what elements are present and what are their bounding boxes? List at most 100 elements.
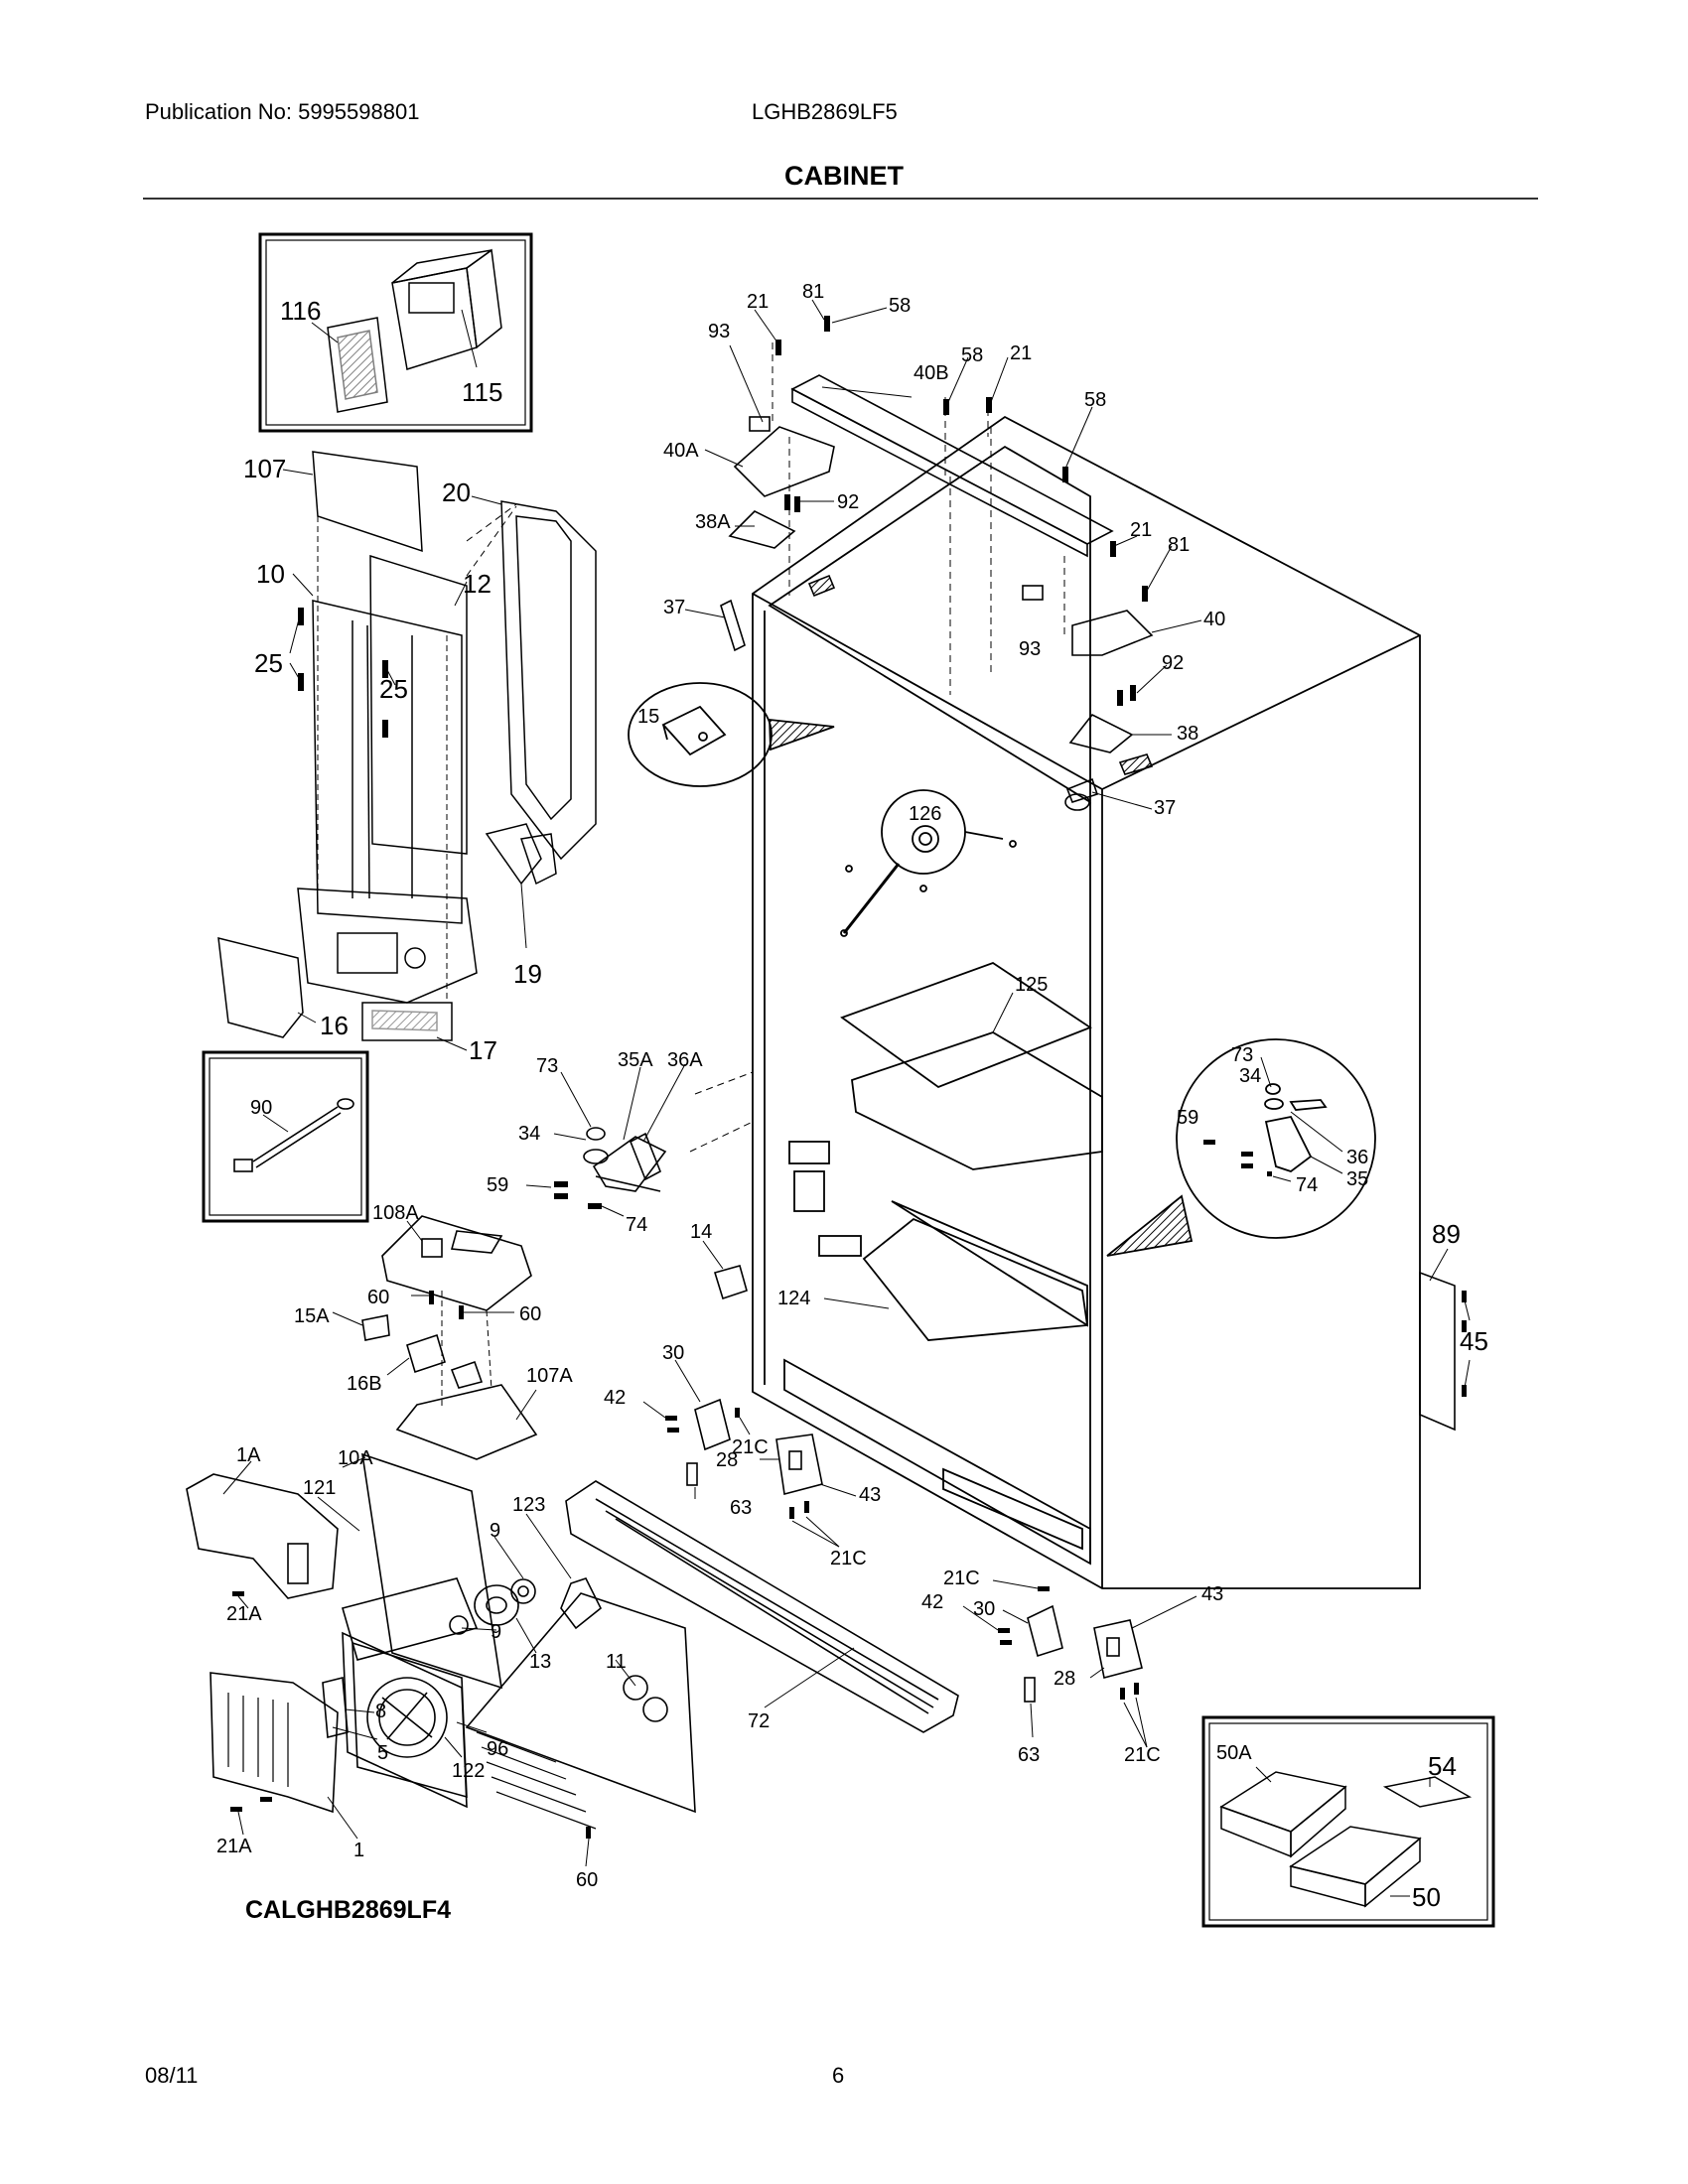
inset-crisper-cover: 50A 54 50 <box>1201 1715 1495 1928</box>
callout-36: 36 <box>1346 1147 1368 1168</box>
callout-21ca: 21C <box>732 1436 769 1458</box>
callout-15: 15 <box>637 706 659 728</box>
detail-circle-15 <box>628 682 835 787</box>
page-title: CABINET <box>784 161 904 191</box>
callout-74b: 74 <box>1296 1174 1318 1196</box>
callout-40: 40 <box>1203 609 1225 630</box>
callout-35: 35 <box>1346 1168 1368 1190</box>
callout-115: 115 <box>462 377 502 407</box>
callout-12: 12 <box>463 569 492 599</box>
callout-21cd: 21C <box>1124 1744 1161 1766</box>
model-number: LGHB2869LF5 <box>752 99 898 124</box>
screws-lower-right <box>998 1586 1139 1700</box>
callout-58c: 58 <box>1084 389 1106 411</box>
callout-42a: 42 <box>604 1387 626 1409</box>
shelf-125 <box>992 992 1014 1033</box>
callout-121: 121 <box>303 1477 336 1499</box>
callout-107: 107 <box>243 454 286 483</box>
callout-60b: 60 <box>519 1303 541 1325</box>
callout-59a: 59 <box>487 1174 508 1196</box>
screws-top <box>775 316 1148 706</box>
callout-30a: 30 <box>662 1342 684 1364</box>
leader-72 <box>764 1647 855 1708</box>
callout-89: 89 <box>1432 1219 1461 1249</box>
diagram-caption: CALGHB2869LF4 <box>245 1896 451 1924</box>
callout-124: 124 <box>777 1288 810 1309</box>
lower-right-leaders <box>962 1579 1197 1748</box>
top-callout-leaders <box>684 299 1202 810</box>
leader-124 <box>823 1297 890 1309</box>
callout-125: 125 <box>1015 974 1048 996</box>
fan-assembly <box>210 1577 696 1814</box>
callout-10a: 10A <box>338 1447 373 1469</box>
fan-grille-slots <box>227 1693 597 1830</box>
lower-hinge-left <box>686 1398 823 1496</box>
callout-21cb: 21C <box>830 1548 867 1570</box>
callout-21cc: 21C <box>943 1568 980 1589</box>
callout-54: 54 <box>1428 1751 1457 1781</box>
callout-28a: 28 <box>716 1449 738 1471</box>
callout-107a: 107A <box>526 1365 573 1387</box>
callout-15a: 15A <box>294 1305 330 1327</box>
callout-92b: 92 <box>1162 652 1184 674</box>
callout-25b: 25 <box>379 674 408 704</box>
dispenser-cover-1a <box>186 1473 339 1599</box>
callout-10: 10 <box>256 559 285 589</box>
callout-37b: 37 <box>1154 797 1176 819</box>
callout-21aa: 21A <box>226 1603 262 1625</box>
callout-81a: 81 <box>802 281 824 303</box>
top-hinge-parts <box>720 374 1154 811</box>
leaders-108a <box>332 1220 537 1421</box>
callout-21a: 21 <box>747 291 769 313</box>
callout-5: 5 <box>377 1742 388 1764</box>
page-number: 6 <box>832 2063 845 2088</box>
callout-30b: 30 <box>973 1598 995 1620</box>
callout-20: 20 <box>442 478 471 507</box>
callout-17: 17 <box>469 1035 497 1065</box>
callout-1a: 1A <box>236 1444 261 1466</box>
callout-60c: 60 <box>576 1869 598 1891</box>
screws-lower-left-group <box>230 1591 591 1839</box>
callout-43a: 43 <box>859 1484 881 1506</box>
callout-21c: 21 <box>1130 519 1152 541</box>
callout-35a: 35A <box>618 1049 653 1071</box>
callout-43b: 43 <box>1201 1583 1223 1605</box>
callout-108a: 108A <box>372 1202 419 1224</box>
callout-63b: 63 <box>1018 1744 1040 1766</box>
side-panel-screws <box>1462 1291 1467 1397</box>
publication-number: Publication No: 5995598801 <box>145 99 420 124</box>
callout-9a: 9 <box>490 1520 500 1542</box>
callout-92a: 92 <box>837 491 859 513</box>
ice-chute-springs <box>298 608 388 738</box>
detail-right-leaders <box>1260 1056 1343 1182</box>
center-hinge-left <box>583 1127 667 1192</box>
callout-34a: 34 <box>518 1123 540 1145</box>
dispenser-108a-assembly <box>361 1215 538 1460</box>
callout-96: 96 <box>487 1738 508 1760</box>
callout-13: 13 <box>529 1651 551 1673</box>
callout-37a: 37 <box>663 597 685 618</box>
screws-108a <box>429 1291 464 1319</box>
screws-detail-right <box>1203 1140 1272 1176</box>
callout-16b: 16B <box>347 1373 382 1395</box>
callout-72: 72 <box>748 1710 770 1732</box>
callout-90: 90 <box>250 1097 272 1119</box>
callout-45: 45 <box>1460 1326 1488 1356</box>
callout-58a: 58 <box>889 295 911 317</box>
callout-9b: 9 <box>491 1621 501 1643</box>
screws-center-left <box>554 1181 602 1209</box>
callout-1: 1 <box>353 1840 364 1861</box>
publication-date: 08/11 <box>145 2063 199 2088</box>
callout-38a: 38A <box>695 511 731 533</box>
callout-19: 19 <box>513 959 542 989</box>
lower-left-group-leaders <box>222 1456 636 1867</box>
lower-hinge-right <box>1024 1604 1143 1703</box>
callout-58b: 58 <box>961 344 983 366</box>
callout-73a: 73 <box>536 1055 558 1077</box>
screws-lower-left <box>665 1408 809 1519</box>
callout-60a: 60 <box>367 1287 389 1308</box>
lower-left-leaders <box>642 1359 857 1548</box>
callout-21b: 21 <box>1010 342 1032 364</box>
callout-16: 16 <box>320 1011 349 1040</box>
